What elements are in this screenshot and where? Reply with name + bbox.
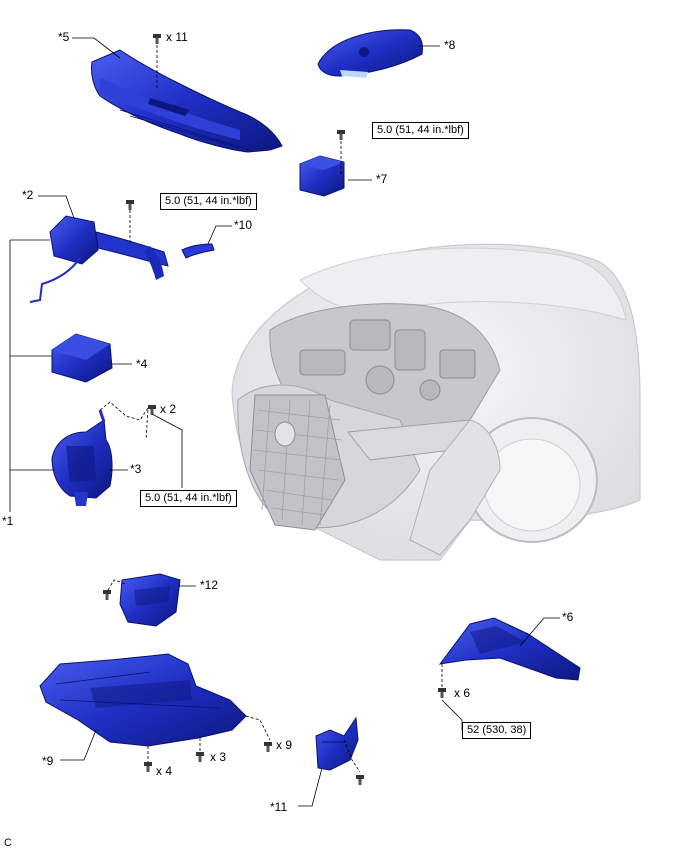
vehicle-front-illustration (231, 243, 641, 561)
quantity-under-cover-bolts-a: x 4 (156, 764, 173, 778)
callout-8: *8 (444, 38, 456, 52)
figure-code: C (4, 837, 12, 849)
cowl-top-panel-part (91, 34, 283, 153)
quantity-cowl-bolts: x 11 (166, 30, 188, 44)
callout-5: *5 (58, 30, 70, 44)
callout-10: *10 (234, 218, 253, 232)
torque-spec-brace: 52 (530, 38) (462, 722, 532, 739)
callout-6: *6 (562, 610, 574, 624)
quantity-brace-bolts: x 6 (454, 686, 471, 700)
bolt-icon (103, 590, 111, 600)
bolt-icon (153, 34, 161, 44)
callout-7: *7 (376, 172, 388, 186)
bolt-icon (337, 130, 345, 140)
bolt-icon (196, 752, 204, 762)
air-filter-element-part (51, 333, 113, 383)
callout-3: *3 (130, 462, 142, 476)
quantity-case-bolts: x 2 (160, 402, 177, 416)
torque-spec-inlet: 5.0 (51, 44 in.*lbf) (160, 193, 257, 210)
quantity-under-cover-bolts-c: x 9 (276, 738, 293, 752)
bolt-icon (148, 405, 156, 415)
bolt-icon (264, 742, 272, 752)
engine-under-cover-part (39, 653, 272, 772)
engine-cover-part (317, 29, 423, 78)
torque-spec-case: 5.0 (51, 44 in.*lbf) (140, 490, 237, 507)
relay-block-part (299, 130, 345, 197)
air-cleaner-case-part (51, 401, 156, 506)
air-cleaner-inlet-part (29, 200, 215, 303)
bolt-icon (438, 688, 446, 698)
callout-2: *2 (22, 188, 34, 202)
callout-4: *4 (136, 357, 148, 371)
leader-lines (9, 37, 560, 807)
torque-spec-relay: 5.0 (51, 44 in.*lbf) (372, 122, 469, 139)
quantity-under-cover-bolts-b: x 3 (210, 750, 227, 764)
engine-splash-shield-sub-part (103, 573, 181, 627)
bolt-icon (144, 762, 152, 772)
callout-11: *11 (270, 800, 288, 814)
front-brace-part (438, 617, 581, 698)
callout-1: *1 (2, 514, 14, 528)
callout-9: *9 (42, 754, 54, 768)
bolt-icon (356, 775, 364, 785)
bolt-icon (126, 200, 134, 210)
callout-12: *12 (200, 578, 219, 592)
side-under-cover-part (315, 716, 364, 785)
